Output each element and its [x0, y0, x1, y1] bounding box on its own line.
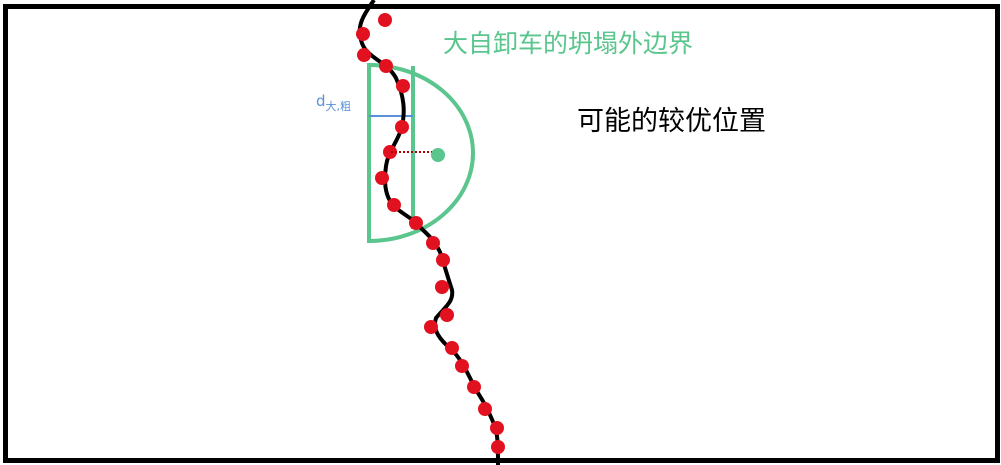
edge-point — [375, 171, 389, 185]
edge-point — [426, 236, 440, 250]
edge-point — [424, 320, 438, 334]
edge-point — [396, 79, 410, 93]
edge-point — [383, 145, 397, 159]
edge-point — [357, 48, 371, 62]
collapse-boundary-label: 大自卸车的坍塌外边界 — [443, 29, 694, 58]
edge-point — [387, 198, 401, 212]
optimal-position-label: 可能的较优位置 — [577, 106, 766, 137]
distance-label: d大,粗 — [316, 92, 352, 113]
distance-label-main: d — [316, 92, 326, 110]
distance-label-subscript: 大,粗 — [325, 100, 352, 113]
edge-point — [491, 440, 505, 454]
edge-point — [409, 216, 423, 230]
edge-point — [440, 308, 454, 322]
edge-point — [379, 59, 393, 73]
edge-point — [478, 402, 492, 416]
edge-point — [356, 27, 370, 41]
edge-point — [435, 280, 449, 294]
optimal-point — [431, 148, 445, 162]
edge-point — [436, 253, 450, 267]
diagram-frame — [3, 4, 1000, 463]
edge-point — [455, 359, 469, 373]
edge-point — [445, 341, 459, 355]
edge-point — [378, 13, 392, 27]
edge-point — [395, 120, 409, 134]
collapse-boundary-arc — [367, 62, 475, 244]
edge-points — [356, 13, 505, 454]
edge-point — [490, 421, 504, 435]
edge-point — [467, 380, 481, 394]
